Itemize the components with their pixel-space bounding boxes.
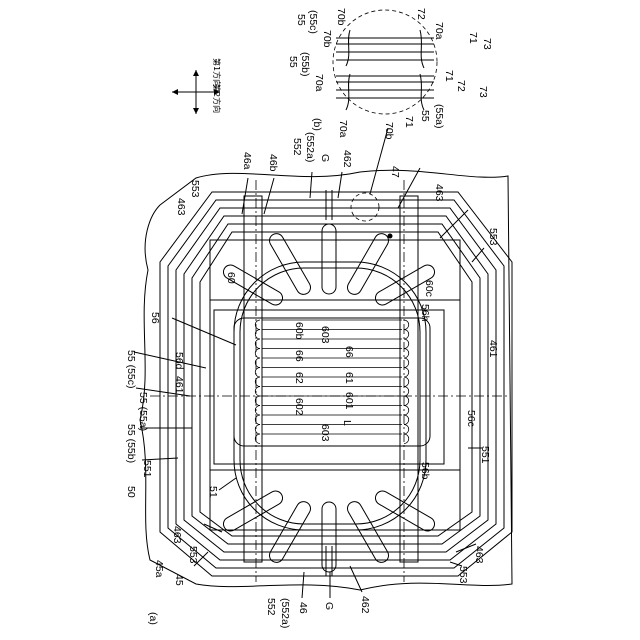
ref-b-71b: 71 xyxy=(443,70,455,82)
ref-601: 601 xyxy=(343,392,355,410)
ref-463bl: 463 xyxy=(171,526,183,544)
conductor-bend xyxy=(404,358,409,368)
ref-56d: 56d xyxy=(173,352,185,370)
ref-Gt: G xyxy=(319,154,331,162)
conductor-bend xyxy=(404,320,409,330)
ref-551a: 551 xyxy=(141,460,153,478)
panel-a-label: (a) xyxy=(147,612,159,625)
detail-callout xyxy=(351,128,393,239)
conductor-bend xyxy=(404,415,409,425)
ref-b-55b: (55b) xyxy=(299,52,311,77)
conductor-bend xyxy=(404,377,409,387)
ref-60: 60 xyxy=(225,272,237,284)
ref-552b: 552 xyxy=(265,598,277,616)
ref-b-73b: 73 xyxy=(477,86,489,98)
ref-46a: 46a xyxy=(241,152,253,170)
ref-56: 56 xyxy=(149,312,161,324)
ref-552at: (552a) xyxy=(304,132,316,162)
ref-b-71a: 71 xyxy=(467,32,479,44)
ref-553tr: 553 xyxy=(487,228,499,246)
ref-45a: 45a xyxy=(153,560,165,578)
outer-boundary-45 xyxy=(140,170,512,590)
ref-603b: 603 xyxy=(319,424,331,442)
ref-66b: 66 xyxy=(343,346,355,358)
ref-56b: 56b xyxy=(419,462,431,480)
ref-462t: 462 xyxy=(341,150,353,168)
ref-b-73a: 73 xyxy=(481,38,493,50)
ref-55a: 55 (55a) xyxy=(137,392,149,431)
radial-slots-top xyxy=(221,224,437,308)
conductor-bend xyxy=(404,368,409,378)
ref-552t: 552 xyxy=(291,138,303,156)
ref-552ab: (552a) xyxy=(279,598,291,628)
ref-461a: 461 xyxy=(173,376,185,394)
ref-66a: 66 xyxy=(293,350,305,362)
ref-463tl: 463 xyxy=(175,198,187,216)
ref-62: 62 xyxy=(293,372,305,384)
ref-Gb: G xyxy=(323,602,335,610)
ref-56c: 56c xyxy=(465,410,477,427)
ref-b-70a3: 70a xyxy=(337,120,349,138)
ref-463tr: 463 xyxy=(433,184,445,202)
conductor-bars-66 xyxy=(255,320,409,444)
ref-b-55-2: 55 xyxy=(287,56,299,68)
ref-46: 46 xyxy=(297,602,309,614)
conductor-bend xyxy=(404,434,409,444)
ref-55c: 55 (55c) xyxy=(125,350,137,389)
ref-b-70b2: 70b xyxy=(321,30,333,48)
ref-551b: 551 xyxy=(479,446,491,464)
ref-45: 45 xyxy=(173,574,185,586)
ref-60b: 60b xyxy=(293,322,305,340)
ref-b-55a: (55a) xyxy=(433,104,445,129)
ref-51: 51 xyxy=(207,486,219,498)
ref-46b: 46b xyxy=(267,154,279,172)
ref-b-72b: 72 xyxy=(455,80,467,92)
ref-603a: 603 xyxy=(319,326,331,344)
ref-602: 602 xyxy=(293,398,305,416)
conductor-bend xyxy=(404,396,409,406)
ref-553bl: 553 xyxy=(187,546,199,564)
ref-50: 50 xyxy=(125,486,137,498)
ref-553br: 553 xyxy=(457,566,469,584)
ref-b-55-3: 55 xyxy=(419,110,431,122)
ref-463br: 463 xyxy=(473,546,485,564)
ref-b-70b1: 70b xyxy=(335,8,347,26)
ref-55b: 55 (55b) xyxy=(125,424,137,463)
conductor-bend xyxy=(404,330,409,340)
magnetic-core-46 xyxy=(210,190,460,576)
ref-56h: 56h xyxy=(419,304,431,322)
ref-61: 61 xyxy=(343,372,355,384)
ref-47: 47 xyxy=(389,166,401,178)
ref-L: L xyxy=(341,420,353,426)
ref-60c: 60c xyxy=(423,280,435,297)
direction-2-label: 第2方向 xyxy=(212,84,222,113)
ref-462b: 462 xyxy=(359,596,371,614)
ref-553tl: 553 xyxy=(189,180,201,198)
conductor-bend xyxy=(404,387,409,397)
ref-b-55c: (55c) xyxy=(307,10,319,34)
ref-461b: 461 xyxy=(487,340,499,358)
detail-b xyxy=(333,10,437,114)
ref-b-71c: 71 xyxy=(403,116,415,128)
ref-b-55: 55 xyxy=(295,14,307,26)
ref-b-72a: 72 xyxy=(415,8,427,20)
direction-1-label: 第1方向 xyxy=(212,58,222,87)
reference-numerals-a: 50 551 55 (55b) 55 (55a) 55 (55c) 461 56… xyxy=(125,132,499,628)
ref-b-70b3: 70b xyxy=(383,122,395,140)
conductor-bend xyxy=(404,349,409,359)
panel-b-label: (b) xyxy=(311,118,323,131)
conductor-bend xyxy=(404,425,409,435)
ref-b-70a1: 70a xyxy=(313,74,325,92)
conductor-bend xyxy=(404,339,409,349)
conductor-bend xyxy=(404,406,409,416)
ref-b-70a2: 70a xyxy=(433,22,445,40)
direction-arrows: 第1方向 第2方向 xyxy=(172,58,222,114)
